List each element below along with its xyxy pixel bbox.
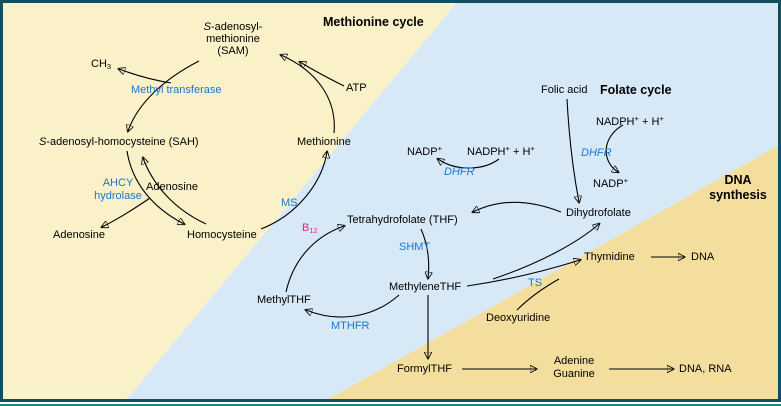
text-part: -adenosyl- [210,21,263,33]
label-deoxyuridine: Deoxyuridine [486,312,551,324]
label-atp: ATP [346,82,367,94]
label-dhfr-right: DHFR [581,147,612,159]
label-mthfr: MTHFR [331,320,370,332]
arrow-methylenethf-to-methylthf [306,294,400,318]
arrow-folicacid-to-dihydrofolate [566,98,579,202]
arrow-sah-to-homocysteine [126,150,184,224]
label-line: methionine [206,33,260,45]
label-methylenethf: MethyleneTHF [389,281,462,293]
superscript: + [505,144,510,153]
arrow-nadph-to-nadp-right [605,124,624,172]
bottom-rule [0,404,781,406]
text-part: NADP [407,146,438,158]
subscript: 3 [106,62,112,71]
superscript: + [634,114,639,123]
arrow-thf-to-methylenethf [420,228,429,278]
label-line: (SAM) [217,45,249,57]
arrow-adenosine-release [102,197,151,227]
label-tetrahydrofolate: Tetrahydrofolate (THF) [347,214,458,226]
label-methyl-transferase: Methyl transferase [131,84,222,96]
title-methionine-cycle: Methionine cycle [323,15,424,29]
subscript: 12 [309,226,318,235]
label-line: Adenine [553,355,595,367]
label-adenosine-upper: Adenosine [146,181,198,193]
arrow-methylthf-to-thf [285,226,344,293]
label-ts: TS [528,277,543,289]
label-dihydrofolate: Dihydrofolate [566,207,631,219]
label-homocysteine: Homocysteine [187,229,257,241]
label-sam: S-adenosyl- methionine (SAM) [169,21,297,57]
label-b12: B12 [302,222,318,237]
label-adenine-guanine: Adenine Guanine [543,355,605,381]
arrow-ch3-release [119,69,172,84]
text-part: B [302,222,310,234]
superscript: + [530,144,535,153]
label-ch3: CH3 [91,58,111,73]
label-nadp-left: NADP+ [407,143,442,158]
arrow-nadph-to-nadp-left [438,159,500,169]
label-nadph-left: NADPH+ + H+ [467,143,535,158]
pathway-arrows [3,3,778,399]
label-folic-acid: Folic acid [541,84,588,96]
title-line: DNA [724,173,752,187]
italic-part: S [39,136,47,148]
text-part: -adenosyl-homocysteine (SAH) [46,136,199,148]
label-ahcy-hydrolase: AHCY hydrolase [85,177,151,203]
label-thymidine: Thymidine [584,251,635,263]
label-methionine: Methionine [297,136,351,148]
label-nadp-right: NADP+ [593,175,628,190]
arrow-atp-input [300,62,345,87]
label-ms: MS [281,197,298,209]
arrow-ts-to-dihydrofolate [492,224,599,280]
arrow-homocysteine-to-methionine [260,152,327,230]
arrow-dihydrofolate-to-thf [473,201,562,212]
label-line: AHCY [102,177,134,189]
superscript: + [437,144,442,153]
label-shmt: SHMT [399,241,431,253]
text-part: CH [91,58,107,70]
arrow-methionine-to-sam [281,55,335,134]
text-part: NADPH [596,116,635,128]
text-part: + H [509,146,531,158]
arrow-methylenethf-to-thymidine [466,260,580,287]
label-dhfr-left: DHFR [444,166,475,178]
title-line: synthesis [709,188,767,202]
label-nadph-right: NADPH+ + H+ [596,113,664,128]
label-adenosine-lower: Adenosine [53,229,105,241]
italic-part: S [203,21,211,33]
label-formylthf: FormylTHF [397,363,452,375]
label-sah: S-adenosyl-homocysteine (SAH) [39,136,199,148]
label-methylthf: MethylTHF [257,294,311,306]
arrow-sam-to-sah [128,60,200,131]
superscript: + [659,114,664,123]
label-line: hydrolase [94,190,142,202]
arrow-homocysteine-to-sah-reverse [143,158,207,225]
title-dna-synthesis: DNA synthesis [701,173,775,203]
label-line: S-adenosyl- [169,21,297,33]
text-part: NADP [593,178,624,190]
label-dna: DNA [691,251,715,263]
text-part: + H [638,116,660,128]
label-dna-rna: DNA, RNA [679,363,732,375]
superscript: + [623,176,628,185]
title-folate-cycle: Folate cycle [600,83,672,97]
label-line: Guanine [553,368,595,380]
arrow-deoxyuridine-input [516,278,560,311]
text-part: NADPH [467,146,506,158]
